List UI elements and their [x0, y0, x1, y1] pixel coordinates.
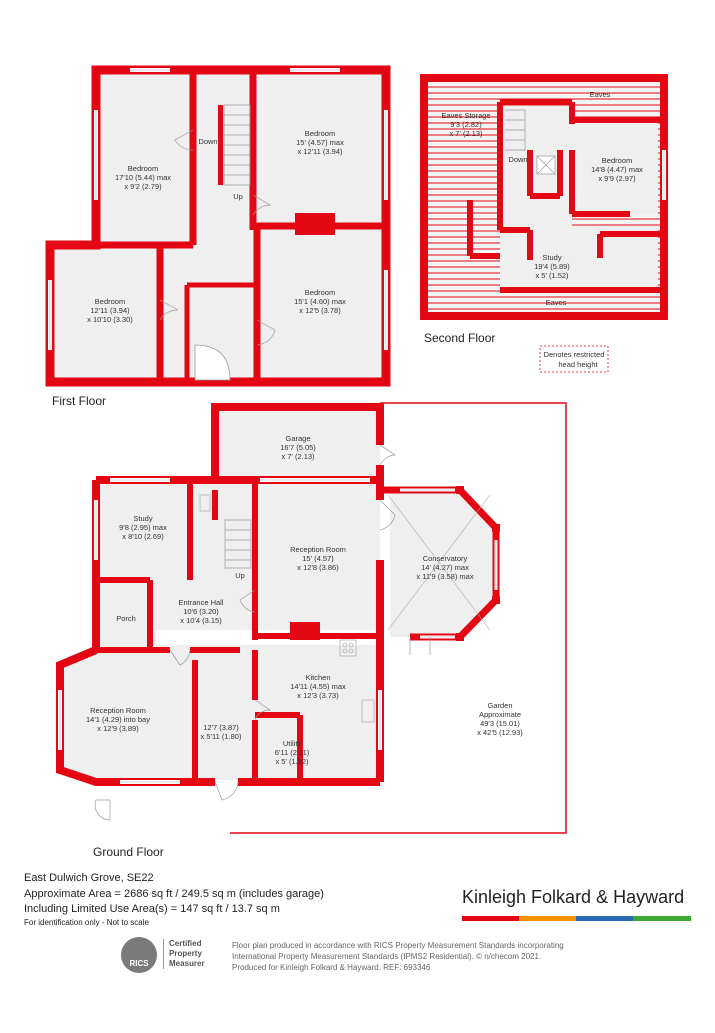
first-floor-plan: Bedroom 17'10 (5.44) max x 9'2 (2.79) Be…: [45, 65, 391, 408]
reception-room-1: Reception Room 15' (4.57) x 12'8 (3.86): [290, 545, 346, 572]
second-floor-title: Second Floor: [424, 331, 495, 345]
svg-text:x 5'11 (1.80): x 5'11 (1.80): [201, 732, 242, 741]
approximate-area: Approximate Area = 2686 sq ft / 249.5 sq…: [24, 888, 324, 900]
dining-area: 12'7 (3.87) x 5'11 (1.80): [201, 723, 242, 741]
ground-floor-title: Ground Floor: [93, 845, 164, 859]
rics-logo-icon: RICS: [121, 937, 157, 973]
svg-text:19'4 (5.89): 19'4 (5.89): [534, 262, 570, 271]
entrance-hall: Entrance Hall 10'6 (3.20) x 10'4 (3.15): [178, 598, 223, 625]
brand-bar-red: [462, 916, 519, 921]
svg-text:Reception Room: Reception Room: [90, 706, 146, 715]
utility: Utility 6'11 (2.11) x 5' (1.52): [275, 739, 310, 766]
first-floor-up-label: Up: [233, 192, 243, 201]
brand-bar-orange: [519, 916, 576, 921]
svg-text:14'1 (4.29) into bay: 14'1 (4.29) into bay: [86, 715, 150, 724]
svg-text:x 5' (1.52): x 5' (1.52): [535, 271, 569, 280]
svg-text:Entrance Hall: Entrance Hall: [178, 598, 223, 607]
svg-text:x 5' (1.52): x 5' (1.52): [275, 757, 309, 766]
brand-bar-blue: [576, 916, 633, 921]
svg-text:x 12'9 (3.89): x 12'9 (3.89): [97, 724, 139, 733]
svg-text:12'7 (3.87): 12'7 (3.87): [203, 723, 239, 732]
first-floor-bedroom-2: Bedroom 15' (4.57) max x 12'11 (3.94): [296, 129, 344, 156]
svg-text:49'3 (15.01): 49'3 (15.01): [480, 719, 520, 728]
svg-text:Study: Study: [133, 514, 152, 523]
garage: Garage 16'7 (5.05) x 7' (2.13): [280, 434, 316, 461]
svg-text:16'7 (5.05): 16'7 (5.05): [280, 443, 316, 452]
first-floor-bedroom-1: Bedroom 17'10 (5.44) max x 9'2 (2.79): [115, 164, 171, 191]
svg-text:Denotes restricted: Denotes restricted: [544, 350, 605, 359]
svg-text:6'11 (2.11): 6'11 (2.11): [275, 748, 310, 757]
second-floor-bedroom: Bedroom 14'8 (4.47) max x 9'9 (2.97): [591, 156, 643, 183]
svg-text:x 12'3 (3.73): x 12'3 (3.73): [297, 691, 339, 700]
svg-text:9'8 (2.95) max: 9'8 (2.95) max: [119, 523, 167, 532]
svg-text:15'1 (4.60) max: 15'1 (4.60) max: [294, 297, 346, 306]
ground-floor-up-label: Up: [235, 571, 245, 580]
svg-text:Study: Study: [542, 253, 561, 262]
svg-text:x 42'5 (12.93): x 42'5 (12.93): [477, 728, 523, 737]
first-floor-down-label: Down: [198, 137, 217, 146]
svg-text:14' (4.27) max: 14' (4.27) max: [421, 563, 469, 572]
svg-text:Utility: Utility: [283, 739, 302, 748]
svg-text:Kitchen: Kitchen: [305, 673, 330, 682]
disclaimer: Floor plan produced in accordance with R…: [232, 941, 564, 972]
svg-text:Bedroom: Bedroom: [128, 164, 158, 173]
svg-text:Bedroom: Bedroom: [305, 288, 335, 297]
svg-text:15' (4.57) max: 15' (4.57) max: [296, 138, 344, 147]
svg-text:Bedroom: Bedroom: [95, 297, 125, 306]
porch-label: Porch: [116, 614, 136, 623]
svg-text:Approximate: Approximate: [479, 710, 521, 719]
svg-text:17'10 (5.44) max: 17'10 (5.44) max: [115, 173, 171, 182]
second-floor-eaves-storage: Eaves Storage 9'3 (2.82) x 7' (2.13): [441, 111, 490, 138]
reception-room-2: Reception Room 14'1 (4.29) into bay x 12…: [86, 706, 150, 733]
certified-measurer-label: Certified Property Measurer: [163, 939, 227, 969]
svg-text:Bedroom: Bedroom: [602, 156, 632, 165]
svg-text:x 11'9 (3.58) max: x 11'9 (3.58) max: [416, 572, 473, 581]
second-floor-down-label: Down: [508, 155, 527, 164]
svg-text:14'8 (4.47) max: 14'8 (4.47) max: [591, 165, 643, 174]
scale-note: For identification only - Not to scale: [24, 918, 149, 927]
ground-floor-study: Study 9'8 (2.95) max x 8'10 (2.69): [119, 514, 167, 541]
brand-bar-green: [633, 916, 691, 921]
svg-text:x 10'4 (3.15): x 10'4 (3.15): [180, 616, 222, 625]
conservatory: Conservatory 14' (4.27) max x 11'9 (3.58…: [416, 554, 473, 581]
limited-use-area: Including Limited Use Area(s) = 147 sq f…: [24, 903, 280, 915]
svg-text:x 9'2 (2.79): x 9'2 (2.79): [124, 182, 162, 191]
svg-text:head height: head height: [558, 360, 598, 369]
svg-text:Garden: Garden: [487, 701, 512, 710]
second-floor-plan: Eaves Eaves Storage 9'3 (2.82) x 7' (2.1…: [420, 74, 668, 373]
svg-text:x 12'8 (3.86): x 12'8 (3.86): [297, 563, 339, 572]
svg-text:Conservatory: Conservatory: [423, 554, 468, 563]
svg-text:x 10'10 (3.30): x 10'10 (3.30): [87, 315, 133, 324]
garden: Garden Approximate 49'3 (15.01) x 42'5 (…: [477, 701, 523, 737]
svg-text:9'3 (2.82): 9'3 (2.82): [450, 120, 482, 129]
svg-text:x 8'10 (2.69): x 8'10 (2.69): [122, 532, 164, 541]
restricted-height-legend: Denotes restricted head height: [539, 345, 609, 373]
svg-text:x 7' (2.13): x 7' (2.13): [281, 452, 315, 461]
second-floor-eaves-bottom: Eaves: [546, 298, 567, 307]
svg-text:x 7' (2.13): x 7' (2.13): [449, 129, 483, 138]
svg-text:x 12'11 (3.94): x 12'11 (3.94): [297, 147, 343, 156]
first-floor-title: First Floor: [52, 394, 106, 408]
svg-text:x 12'5 (3.78): x 12'5 (3.78): [299, 306, 341, 315]
svg-text:Eaves Storage: Eaves Storage: [441, 111, 490, 120]
ground-floor-plan: Garage 16'7 (5.05) x 7' (2.13) Study 9'8…: [56, 402, 567, 859]
second-floor-eaves-top: Eaves: [590, 90, 611, 99]
first-floor-bedroom-4: Bedroom 15'1 (4.60) max x 12'5 (3.78): [294, 288, 346, 315]
first-floor-bedroom-3: Bedroom 12'11 (3.94) x 10'10 (3.30): [87, 297, 133, 324]
kitchen: Kitchen 14'11 (4.55) max x 12'3 (3.73): [290, 673, 346, 700]
svg-text:10'6 (3.20): 10'6 (3.20): [183, 607, 219, 616]
svg-text:12'11 (3.94): 12'11 (3.94): [90, 306, 130, 315]
svg-text:Bedroom: Bedroom: [305, 129, 335, 138]
agent-logo: Kinleigh Folkard & Hayward: [462, 887, 685, 907]
address: East Dulwich Grove, SE22: [24, 872, 154, 884]
svg-text:15' (4.57): 15' (4.57): [302, 554, 334, 563]
second-floor-study: Study 19'4 (5.89) x 5' (1.52): [534, 253, 570, 280]
svg-text:Reception Room: Reception Room: [290, 545, 346, 554]
svg-text:14'11 (4.55) max: 14'11 (4.55) max: [290, 682, 346, 691]
svg-text:Garage: Garage: [285, 434, 310, 443]
rics-badge: RICS Certified Property Measurer: [121, 937, 221, 973]
svg-text:x 9'9 (2.97): x 9'9 (2.97): [598, 174, 636, 183]
